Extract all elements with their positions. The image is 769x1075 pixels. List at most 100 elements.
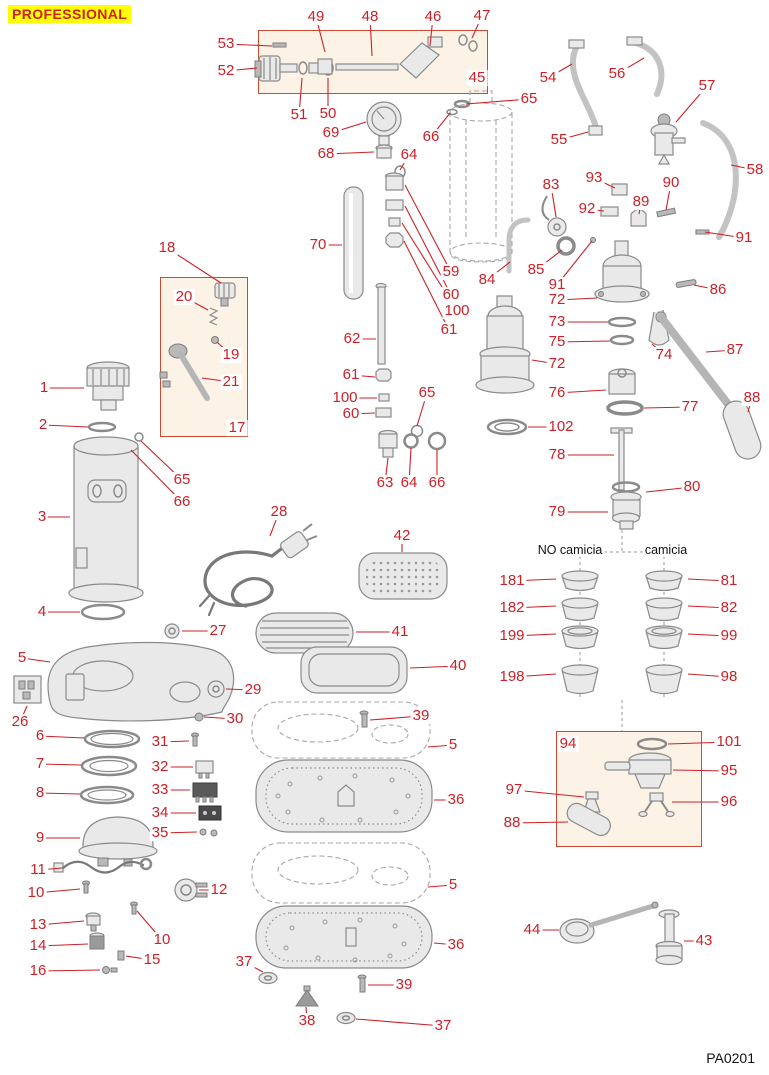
steam-valve-kit-box [258,30,488,94]
callout-60: 60 [440,286,462,304]
drip-grid [358,552,448,600]
valve-fittings [541,183,710,243]
callout-33: 33 [149,781,171,799]
group-label: camicia [642,542,690,557]
callout-36: 36 [445,791,467,809]
base-plate-lower [255,905,433,969]
drip-tray [300,646,408,694]
housing-ghosts [251,701,431,904]
callout-65: 65 [518,90,540,108]
callout-99: 99 [718,627,740,645]
callout-73: 73 [546,313,568,331]
boiler-base [78,816,158,867]
callout-26: 26 [9,713,31,731]
boiler-ghost [446,90,513,263]
callout-13: 13 [27,916,49,934]
callout-30: 30 [224,710,246,728]
callout-12: 12 [208,881,230,899]
callout-14: 14 [27,937,49,955]
callout-90: 90 [660,174,682,192]
callout-45: 45 [466,69,488,87]
callout-100: 100 [442,302,472,320]
callout-88: 88 [741,389,763,407]
callout-41: 41 [389,623,411,641]
callout-56: 56 [606,65,628,83]
base-plate-upper [255,759,433,833]
gasket-rings [79,729,141,805]
callout-37: 37 [432,1017,454,1035]
callout-72: 72 [546,355,568,373]
callout-17: 17 [226,419,248,437]
callout-66: 66 [171,493,193,511]
callout-87: 87 [724,341,746,359]
callout-5: 5 [15,649,29,667]
steam-tap [650,113,686,165]
callout-10: 10 [151,931,173,949]
tamper [655,909,683,966]
callout-5: 5 [446,876,460,894]
callout-94: 94 [557,735,579,753]
callout-1: 1 [37,379,51,397]
callout-100: 100 [330,389,360,407]
callout-82: 82 [718,599,740,617]
callout-78: 78 [546,446,568,464]
callout-36: 36 [445,936,467,954]
group-label: NO camicia [535,542,605,557]
callout-199: 199 [497,627,527,645]
callout-64: 64 [398,146,420,164]
callout-69: 69 [320,124,342,142]
callout-10: 10 [25,884,47,902]
power-cord [164,523,318,639]
callout-88: 88 [501,814,523,832]
callout-21: 21 [220,373,242,391]
callout-77: 77 [679,398,701,416]
filter-baskets [561,570,683,695]
group-complete [475,295,535,436]
callout-64: 64 [398,474,420,492]
callout-2: 2 [36,416,50,434]
callout-98: 98 [718,668,740,686]
portafilter-kit [566,737,675,837]
callout-39: 39 [410,707,432,725]
callout-97: 97 [503,781,525,799]
callout-8: 8 [33,784,47,802]
callout-62: 62 [341,330,363,348]
callout-101: 101 [714,733,744,751]
callout-27: 27 [207,622,229,640]
callout-48: 48 [359,8,381,26]
callout-85: 85 [525,261,547,279]
callout-61: 61 [340,366,362,384]
callout-66: 66 [420,128,442,146]
callout-50: 50 [317,105,339,123]
boiler-body [68,436,144,621]
handle-kit [159,282,236,401]
callout-43: 43 [693,932,715,950]
header-badge: PROFESSIONAL [8,5,132,23]
callout-181: 181 [497,572,527,590]
callout-9: 9 [33,829,47,847]
callout-3: 3 [35,508,49,526]
callout-76: 76 [546,384,568,402]
lever-handle-grip [722,400,762,460]
callout-61: 61 [438,321,460,339]
callout-35: 35 [149,824,171,842]
callout-74: 74 [653,346,675,364]
callout-70: 70 [307,236,329,254]
callout-65: 65 [171,471,193,489]
callout-75: 75 [546,333,568,351]
callout-96: 96 [718,793,740,811]
callout-38: 38 [296,1012,318,1030]
piston-group [606,368,644,530]
callout-102: 102 [546,418,576,436]
elbow-fitting-group [378,424,447,458]
callout-89: 89 [630,193,652,211]
diagram-code: PA0201 [706,1050,755,1066]
callout-57: 57 [696,77,718,95]
measuring-spoon [559,901,659,944]
callout-55: 55 [548,131,570,149]
callout-29: 29 [242,681,264,699]
callout-86: 86 [707,281,729,299]
callout-63: 63 [374,474,396,492]
callout-46: 46 [422,8,444,26]
